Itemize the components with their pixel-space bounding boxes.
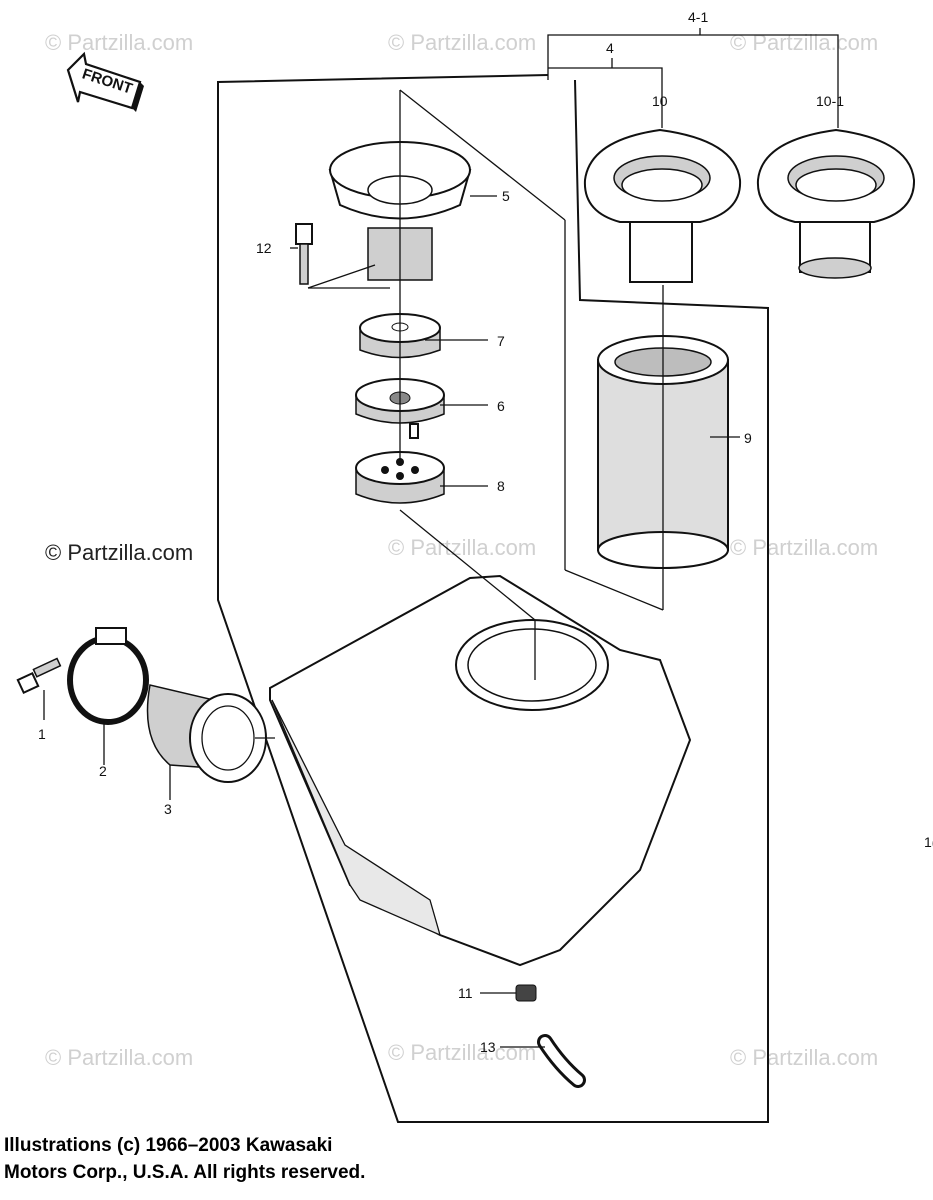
callout-4-1: 4-1 (688, 9, 708, 25)
callout-8: 8 (497, 478, 505, 494)
part-2-clamp (67, 627, 149, 725)
watermark-bottom-center: © Partzilla.com (388, 1040, 536, 1065)
watermark-top-right: © Partzilla.com (730, 30, 878, 55)
part-3-duct (146, 684, 267, 783)
callout-11: 11 (458, 985, 473, 1001)
copyright-line-2: Motors Corp., U.S.A. All rights reserved… (4, 1162, 366, 1183)
copyright-line-1: Illustrations (c) 1966–2003 Kawasaki (4, 1135, 333, 1156)
part-1-bolt (16, 657, 62, 695)
callout-2: 2 (99, 763, 107, 779)
callout-7: 7 (497, 333, 505, 349)
callout-13: 13 (480, 1039, 496, 1055)
callout-4: 4 (606, 40, 614, 56)
callout-3: 3 (164, 801, 172, 817)
watermark-mid-right: © Partzilla.com (730, 535, 878, 560)
leader-lines (43, 89, 839, 1048)
callout-5: 5 (502, 188, 510, 204)
watermark-top-center: © Partzilla.com (388, 30, 536, 55)
assembly-outline (217, 28, 839, 1123)
callout-6: 6 (497, 398, 505, 414)
callout-1: 1 (38, 726, 46, 742)
part-11-nut (515, 984, 537, 1002)
callout-10-1: 10-1 (816, 93, 844, 109)
watermark-top-left: © Partzilla.com (45, 30, 193, 55)
part-10-1-filter-cap (756, 128, 916, 279)
part-13-hose (537, 1034, 586, 1088)
front-arrow-icon: FRONT (66, 51, 144, 112)
watermark-mid-center: © Partzilla.com (388, 535, 536, 560)
callout-10: 10 (652, 93, 668, 109)
part-12-bolt (295, 223, 313, 285)
callout-9: 9 (744, 430, 752, 446)
callout-edge-fragment: 1( (924, 834, 933, 850)
air-cleaner-case (269, 574, 692, 967)
watermark-bottom-left: © Partzilla.com (45, 1045, 193, 1070)
watermark-mid-left: © Partzilla.com (45, 540, 193, 565)
part-10-filter-cap (583, 128, 742, 283)
callout-12: 12 (256, 240, 272, 256)
watermark-bottom-right: © Partzilla.com (730, 1045, 878, 1070)
